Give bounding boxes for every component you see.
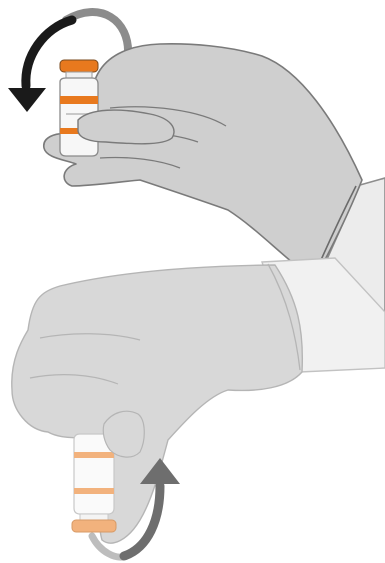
arrowhead-top-icon <box>8 88 46 112</box>
vial-label-band-top <box>60 96 98 104</box>
vial-top <box>60 60 98 156</box>
vial-cap-top <box>60 60 98 72</box>
step-2-panel <box>12 258 385 557</box>
vial-cap-bottom <box>72 520 116 532</box>
vial-label-band-lower-bottom <box>74 488 114 494</box>
vial-label-band-bottom <box>74 452 114 458</box>
rotation-arrow-top <box>26 20 72 86</box>
